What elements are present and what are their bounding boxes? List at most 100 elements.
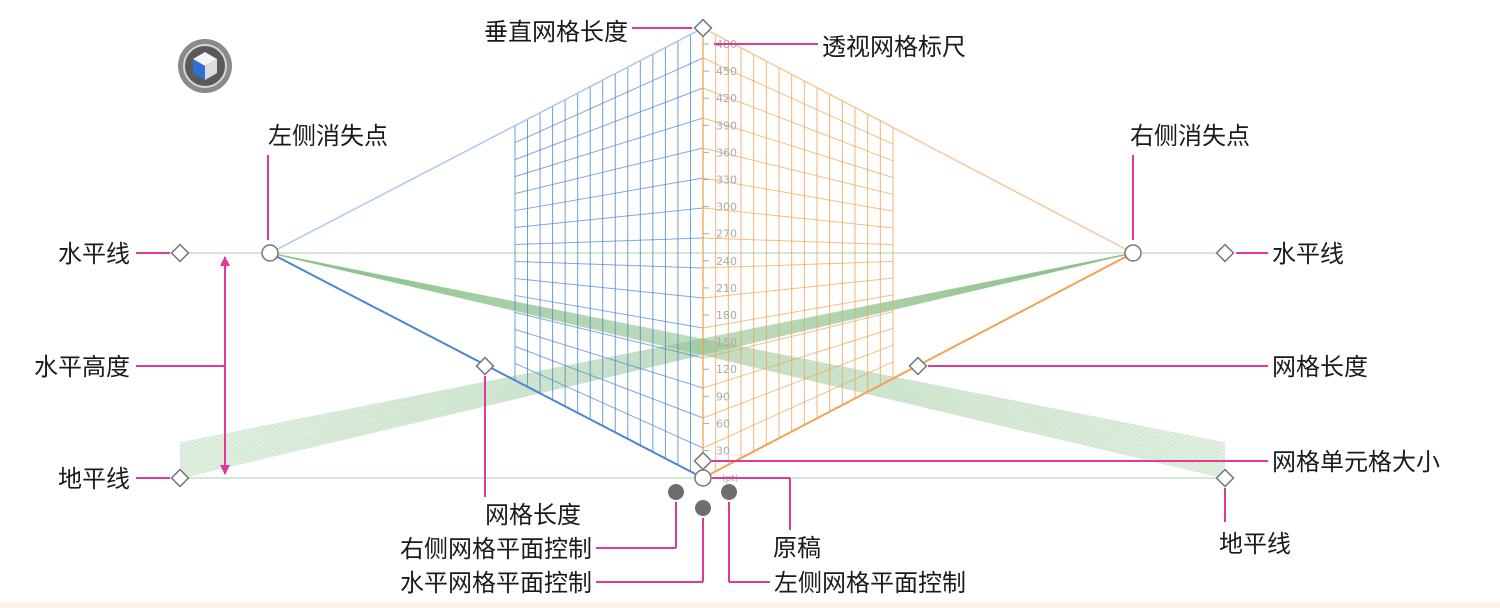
left-grid-horizontal-line — [514, 57, 704, 144]
ground-grid-line — [179, 252, 1134, 459]
right-vanishing-point-handle[interactable] — [1124, 244, 1142, 262]
ground-grid-line — [179, 252, 1134, 445]
perspective-grid-tool-icon[interactable] — [178, 39, 232, 93]
left-grid-length-handle[interactable] — [475, 356, 495, 376]
ground-grid-line — [179, 252, 1134, 475]
ground-grid-line — [179, 252, 1134, 454]
ruler-tick-label: 330 — [716, 174, 737, 187]
ground-grid-line — [179, 252, 1134, 473]
right-grid-plane[interactable] — [702, 27, 894, 479]
ruler-tick-label: 270 — [716, 228, 737, 241]
horizon-left-handle[interactable] — [170, 243, 190, 263]
left-grid-horizontal-line — [514, 260, 704, 269]
ground-grid-line — [269, 252, 1226, 476]
label-left-grid-plane-control: 左侧网格平面控制 — [774, 569, 966, 597]
right-grid-horizontal-line — [702, 177, 894, 212]
ground-grid-line — [179, 252, 1134, 455]
ground-grid-line — [179, 252, 1134, 444]
right-grid-horizontal-line — [702, 294, 894, 329]
ground-grid-line — [269, 252, 1226, 457]
ground-grid-line — [269, 252, 1226, 478]
right-grid-horizontal-line — [702, 57, 894, 145]
ground-grid-line — [269, 252, 1226, 451]
ground-grid-line — [269, 252, 1226, 455]
label-grid-length-right: 网格长度 — [1272, 353, 1368, 381]
ground-left-handle[interactable] — [170, 468, 190, 488]
ruler-tick-label: 420 — [716, 92, 737, 105]
ground-grid-line — [179, 252, 1134, 452]
ground-grid-line — [269, 252, 1226, 450]
ground-grid-line — [179, 252, 1134, 458]
label-grid-length-left: 网格长度 — [485, 501, 581, 529]
ground-grid-line — [179, 252, 1134, 469]
left-grid-horizontal-line — [514, 207, 704, 229]
label-ground-level-left: 地平线 — [58, 465, 130, 493]
left-grid-horizontal-line — [514, 147, 704, 195]
left-vanishing-point-handle[interactable] — [261, 244, 279, 262]
ground-right-handle[interactable] — [1215, 468, 1235, 488]
ruler-tick-label: 210 — [716, 282, 737, 295]
ruler-tick-label: 60 — [716, 417, 730, 430]
ruler-tick-label: 390 — [716, 119, 737, 132]
ground-grid-line — [269, 252, 1226, 454]
handles — [170, 18, 1235, 516]
left-grid-horizontal-line — [514, 237, 704, 246]
ground-grid-line — [269, 252, 1226, 475]
ground-grid-line — [269, 252, 1226, 465]
left-grid-horizontal-line — [514, 311, 704, 359]
grid-cell-size-handle[interactable] — [693, 451, 713, 471]
label-right-grid-plane-control: 右侧网格平面控制 — [400, 535, 592, 563]
ground-grid-line — [179, 252, 1134, 479]
left-grid-plane-control-handle[interactable] — [721, 484, 737, 500]
ground-grid-line — [269, 252, 1226, 469]
right-grid-horizontal-line — [702, 117, 894, 179]
origin-handle[interactable] — [694, 469, 712, 487]
ground-grid-line — [269, 252, 1226, 462]
right-grid-horizontal-line — [702, 147, 894, 195]
annotation-leaders — [136, 27, 1268, 583]
left-grid-horizontal-line — [514, 177, 704, 212]
label-horizon-line-right: 水平线 — [1272, 240, 1344, 268]
horizon-right-handle[interactable] — [1215, 243, 1235, 263]
ruler-tick-label: 240 — [716, 255, 737, 268]
ground-grid-line — [179, 252, 1134, 478]
ground-grid-line — [269, 252, 1226, 466]
right-grid-horizontal-line — [702, 260, 894, 269]
ground-grid-line — [269, 252, 1226, 445]
ruler-tick-label: 30 — [716, 445, 730, 458]
right-grid-plane-control-handle[interactable] — [668, 484, 684, 500]
right-grid-horizontal-line — [702, 237, 894, 246]
label-horizontal-grid-plane-control: 水平网格平面控制 — [400, 569, 592, 597]
ruler-tick-label: 360 — [716, 146, 737, 159]
right-grid-horizontal-line — [702, 277, 894, 299]
horizontal-grid-plane-control-handle[interactable] — [695, 500, 711, 516]
ground-grid-line — [269, 252, 1226, 468]
label-origin: 原稿 — [773, 534, 821, 562]
ground-grid-line — [269, 252, 1226, 452]
horizontal-grid-plane[interactable] — [179, 252, 1226, 479]
left-grid-horizontal-line — [514, 362, 704, 449]
perspective-grid-ruler: (pt) 48045042039036033030027024021018015… — [703, 38, 738, 484]
right-grid-length-handle[interactable] — [908, 356, 928, 376]
ground-grid-line — [269, 252, 1226, 479]
ground-grid-line — [179, 252, 1134, 447]
left-grid-horizontal-line — [514, 294, 704, 329]
ground-grid-line — [269, 252, 1226, 472]
right-top-extent-line — [702, 27, 1134, 254]
label-grid-cell-size: 网格单元格大小 — [1272, 448, 1440, 476]
vertical-grid-length-handle[interactable] — [693, 18, 713, 38]
ground-grid-line — [179, 252, 1134, 451]
label-left-vanishing-point: 左侧消失点 — [268, 122, 388, 150]
ground-grid-line — [269, 252, 1226, 471]
ground-grid-line — [269, 252, 1226, 458]
ground-grid-line — [179, 252, 1134, 457]
ruler-tick-label: 450 — [716, 65, 737, 78]
label-horizon-height: 水平高度 — [34, 353, 130, 381]
ground-grid-line — [269, 252, 1226, 447]
ground-grid-line — [269, 252, 1226, 448]
ground-grid-line — [269, 252, 1226, 464]
ground-grid-line — [179, 252, 1134, 468]
label-horizon-line-left: 水平线 — [58, 240, 130, 268]
